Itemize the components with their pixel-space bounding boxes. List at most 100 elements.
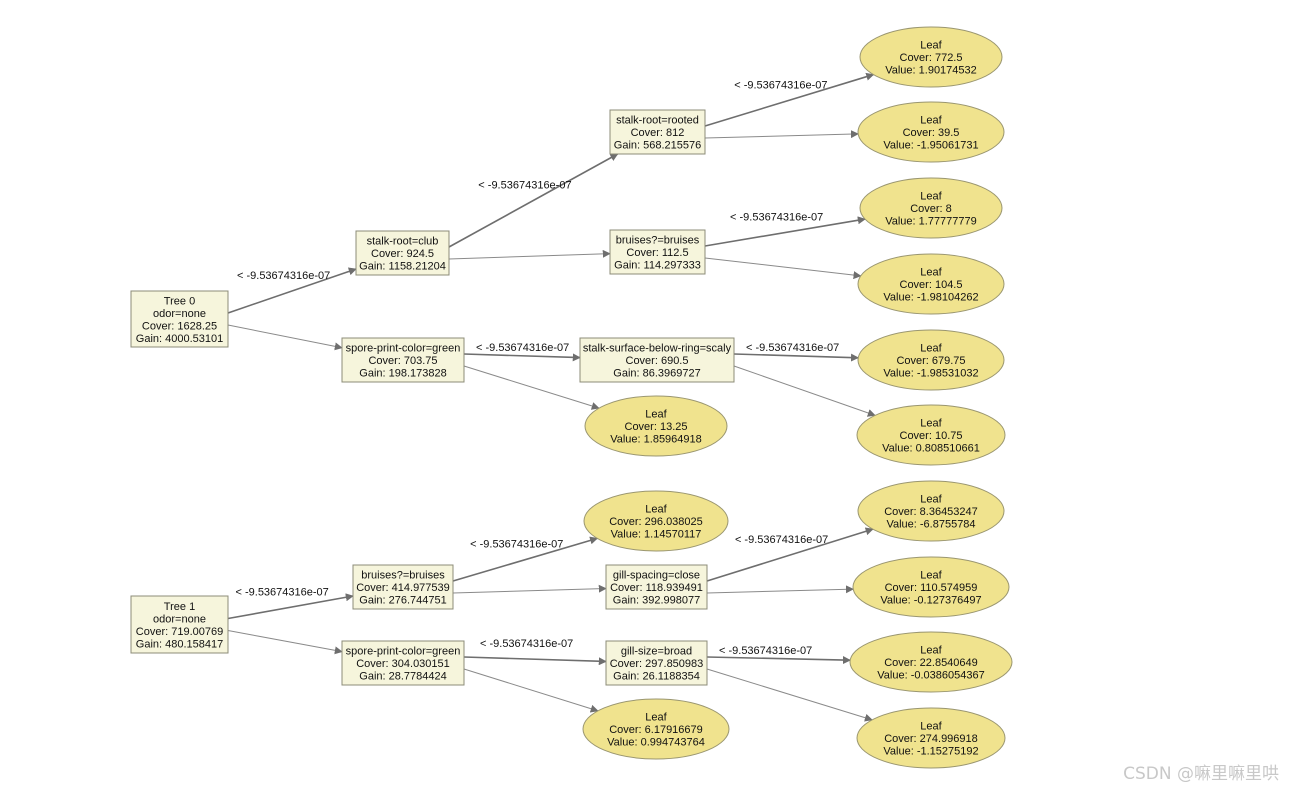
node-box	[341, 337, 465, 383]
node-text-line: Leaf	[920, 645, 942, 657]
edge-t0_br-to-t0_leaf4	[704, 257, 862, 280]
node-text-line: Gain: 28.7784424	[359, 671, 446, 683]
node-text-line: Cover: 772.5	[900, 52, 963, 64]
edge-t0_sr-to-t0_srr	[448, 153, 619, 248]
edge-t1_br-to-t1_gsp	[452, 584, 607, 594]
node-text-line: Cover: 118.939491	[610, 582, 703, 594]
node-text-line: Value: -0.127376497	[880, 595, 981, 607]
edge-t0_sr-to-t0_br	[448, 249, 611, 260]
node-text-line: Value: 0.808510661	[882, 443, 980, 455]
node-text-line: bruises?=bruises	[361, 570, 445, 582]
node-text-line: Cover: 812	[631, 127, 685, 139]
node-box	[355, 230, 450, 276]
node-text-line: Leaf	[645, 712, 667, 724]
node-text-line: stalk-root=club	[367, 236, 439, 248]
edge-t1_root-to-t1_spc	[227, 630, 343, 655]
node-text-line: Cover: 110.574959	[885, 582, 978, 594]
node-text-line: Gain: 392.998077	[613, 595, 700, 607]
node-text-line: Gain: 568.215576	[614, 140, 701, 152]
node-text-line: Gain: 1158.21204	[359, 261, 446, 273]
edge-label: < -9.53674316e-07	[746, 342, 839, 354]
edge-t1_gsz-to-t1_leaf4	[706, 656, 851, 665]
node-box	[605, 640, 708, 686]
node-text-line: Leaf	[920, 343, 942, 355]
edge-label: < -9.53674316e-07	[478, 180, 571, 192]
edge-label: < -9.53674316e-07	[735, 534, 828, 546]
node-text-line: Gain: 26.1188354	[613, 671, 700, 683]
edge-t1_gsp-to-t1_leaf2	[706, 527, 874, 582]
node-text-line: Cover: 274.996918	[884, 733, 978, 745]
edge-label: < -9.53674316e-07	[237, 270, 330, 282]
node-text-line: Cover: 924.5	[371, 248, 434, 260]
edge-t0_spc-to-t0_leaf7	[463, 365, 600, 410]
node-text-line: Value: -6.8755784	[886, 519, 975, 531]
node-ellipse	[584, 395, 728, 457]
node-text-line: Value: -0.0386054367	[877, 670, 984, 682]
node-text-line: Cover: 22.8540649	[884, 657, 978, 669]
node-text-line: spore-print-color=green	[346, 343, 461, 355]
node-text-line: Cover: 8.36453247	[884, 506, 978, 518]
watermark-text: CSDN @嘛里嘛里哄	[1123, 764, 1279, 784]
edge-t0_srr-to-t0_leaf1	[704, 72, 875, 127]
node-text-line: Leaf	[645, 409, 667, 421]
node-text-line: Cover: 13.25	[625, 421, 688, 433]
node-box	[352, 564, 454, 610]
node-text-line: Leaf	[920, 191, 942, 203]
node-box	[605, 564, 708, 610]
node-text-line: Leaf	[645, 504, 667, 516]
node-text-line: Value: 1.14570117	[611, 529, 702, 541]
edge-t0_root-to-t0_sr	[227, 267, 357, 314]
node-text-line: Value: -1.98104262	[883, 292, 978, 304]
node-text-line: Value: 1.85964918	[610, 434, 702, 446]
node-ellipse	[857, 480, 1005, 542]
node-text-line: Value: -1.98531032	[883, 368, 978, 380]
node-text-line: bruises?=bruises	[616, 235, 700, 247]
node-text-line: Leaf	[920, 267, 942, 279]
edge-label: < -9.53674316e-07	[730, 212, 823, 224]
edge-t1_gsp-to-t1_leaf3	[706, 585, 854, 594]
edge-t1_spc-to-t1_gsz	[463, 656, 607, 666]
edges-layer: < -9.53674316e-07 < -9.53674316e-07 < -9.5…	[227, 72, 876, 722]
edge-t1_root-to-t1_br	[227, 593, 354, 620]
node-text-line: Leaf	[920, 418, 942, 430]
edge-t0_ssbr-to-t0_leaf6	[733, 365, 876, 417]
node-text-line: Cover: 679.75	[896, 355, 965, 367]
node-text-line: Gain: 86.3969727	[613, 368, 700, 380]
node-ellipse	[857, 253, 1005, 315]
node-text-line: Leaf	[920, 494, 942, 506]
node-ellipse	[852, 556, 1010, 618]
edge-label: < -9.53674316e-07	[470, 539, 563, 551]
node-text-line: Cover: 1628.25	[142, 320, 217, 332]
node-text-line: Cover: 8	[910, 203, 952, 215]
node-text-line: Cover: 39.5	[903, 127, 960, 139]
edge-t1_gsz-to-t1_leaf5	[706, 668, 873, 722]
edge-t0_spc-to-t0_ssbr	[463, 353, 581, 362]
node-box	[130, 290, 229, 348]
node-text-line: Gain: 4000.53101	[136, 333, 223, 345]
node-ellipse	[857, 329, 1005, 391]
node-text-line: Leaf	[920, 721, 942, 733]
node-text-line: Cover: 690.5	[626, 355, 689, 367]
node-text-line: Gain: 198.173828	[359, 368, 446, 380]
node-text-line: stalk-surface-below-ring=scaly	[583, 343, 732, 355]
node-text-line: Cover: 10.75	[900, 430, 963, 442]
node-ellipse	[583, 490, 729, 552]
node-box	[579, 337, 735, 383]
edge-t0_br-to-t0_leaf3	[704, 216, 866, 247]
node-ellipse	[856, 707, 1006, 769]
edge-label: < -9.53674316e-07	[480, 638, 573, 650]
